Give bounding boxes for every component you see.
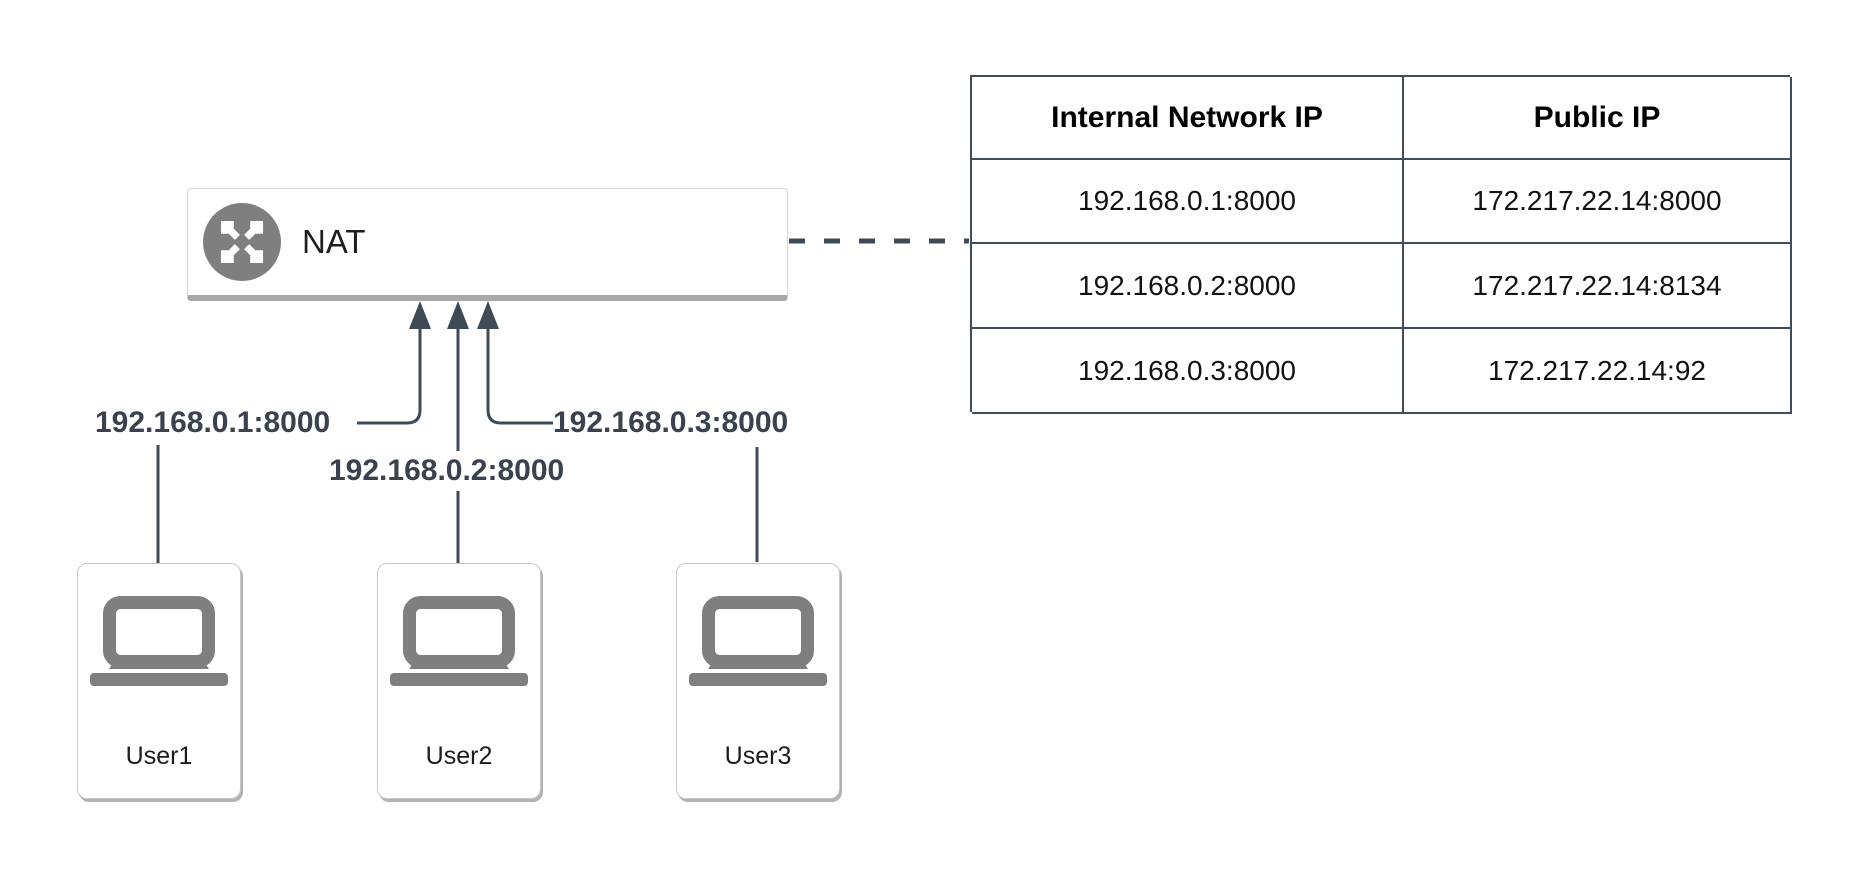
user3-internal-ip-label: 192.168.0.3:8000	[553, 406, 789, 439]
nat-node: NAT	[187, 188, 788, 301]
arrow-user3-to-nat-head	[477, 301, 499, 329]
table-header-internal-ip: Internal Network IP	[972, 77, 1404, 160]
user2-internal-ip-label: 192.168.0.2:8000	[329, 451, 565, 491]
user2-node: User2	[377, 563, 541, 799]
arrow-user2-to-nat-head	[447, 301, 469, 329]
user1-node-label: User1	[125, 742, 193, 770]
user1-node: User1	[77, 563, 241, 799]
user3-node: User3	[676, 563, 840, 799]
table-cell-row1-public: 172.217.22.14:8000	[1404, 160, 1792, 244]
table-cell-row3-internal: 192.168.0.3:8000	[972, 329, 1404, 414]
table-cell-row1-internal: 192.168.0.1:8000	[972, 160, 1404, 244]
table-cell-row2-internal: 192.168.0.2:8000	[972, 244, 1404, 329]
table-cell-row3-public: 172.217.22.14:92	[1404, 329, 1792, 414]
arrow-user3-to-nat-shaft	[486, 325, 553, 425]
nat-expand-arrows-icon	[203, 203, 281, 281]
table-cell-row2-public: 172.217.22.14:8134	[1404, 244, 1792, 329]
user2-node-label: User2	[425, 742, 493, 770]
nat-node-label: NAT	[302, 223, 366, 260]
laptop-icon	[90, 596, 228, 686]
arrow-user1-to-nat-head	[409, 301, 431, 329]
arrow-user1-to-nat-shaft	[357, 325, 422, 425]
user3-node-label: User3	[724, 742, 792, 770]
table-header-public-ip: Public IP	[1404, 77, 1792, 160]
laptop-icon	[689, 596, 827, 686]
laptop-icon	[390, 596, 528, 686]
nat-mapping-table: Internal Network IP Public IP 192.168.0.…	[970, 75, 1792, 414]
user1-internal-ip-label: 192.168.0.1:8000	[95, 406, 331, 439]
